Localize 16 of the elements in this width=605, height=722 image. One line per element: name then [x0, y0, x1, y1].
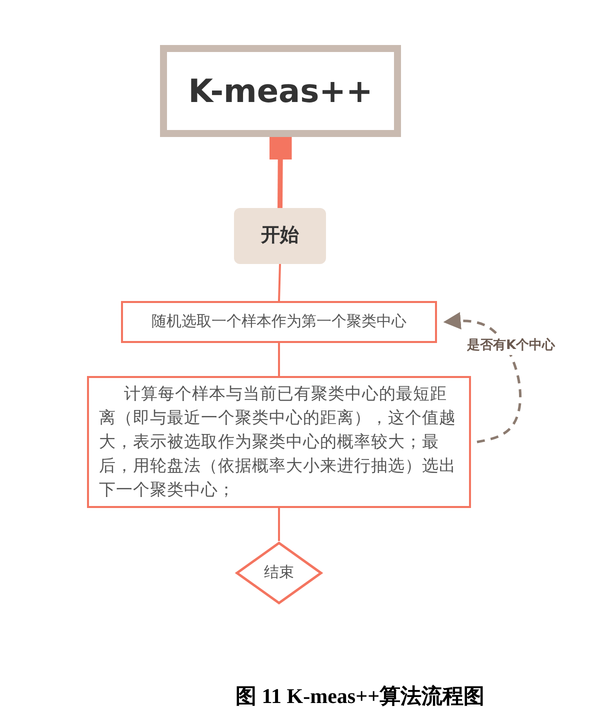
- node-text: 计算每个样本与当前已有聚类中心的最短距离（即与最近一个聚类中心的距离），这个值越大，表示被选取作为聚类中心的概率较大；最后，用轮盘法（依据概率大小来进行抽选）选出下一个聚类中心；: [99, 383, 457, 501]
- connector-line: [278, 508, 280, 541]
- connector-line: [278, 343, 280, 376]
- figure-caption: 图 11 K-meas++算法流程图: [234, 683, 486, 710]
- title-box: [160, 45, 401, 137]
- edge-label: 是否有K个中心: [467, 335, 556, 355]
- start-box: [234, 208, 326, 264]
- node-text: 开始: [261, 223, 299, 248]
- node-text: 结束: [264, 562, 294, 584]
- title-text: K-meas++: [188, 70, 373, 112]
- connector-line: [278, 264, 281, 302]
- arrow: [443, 312, 522, 444]
- end-diamond: [235, 541, 323, 605]
- node-text: 随机选取一个样本作为第一个聚类中心: [152, 311, 406, 332]
- process-box: [87, 376, 471, 508]
- process-box: [121, 301, 437, 343]
